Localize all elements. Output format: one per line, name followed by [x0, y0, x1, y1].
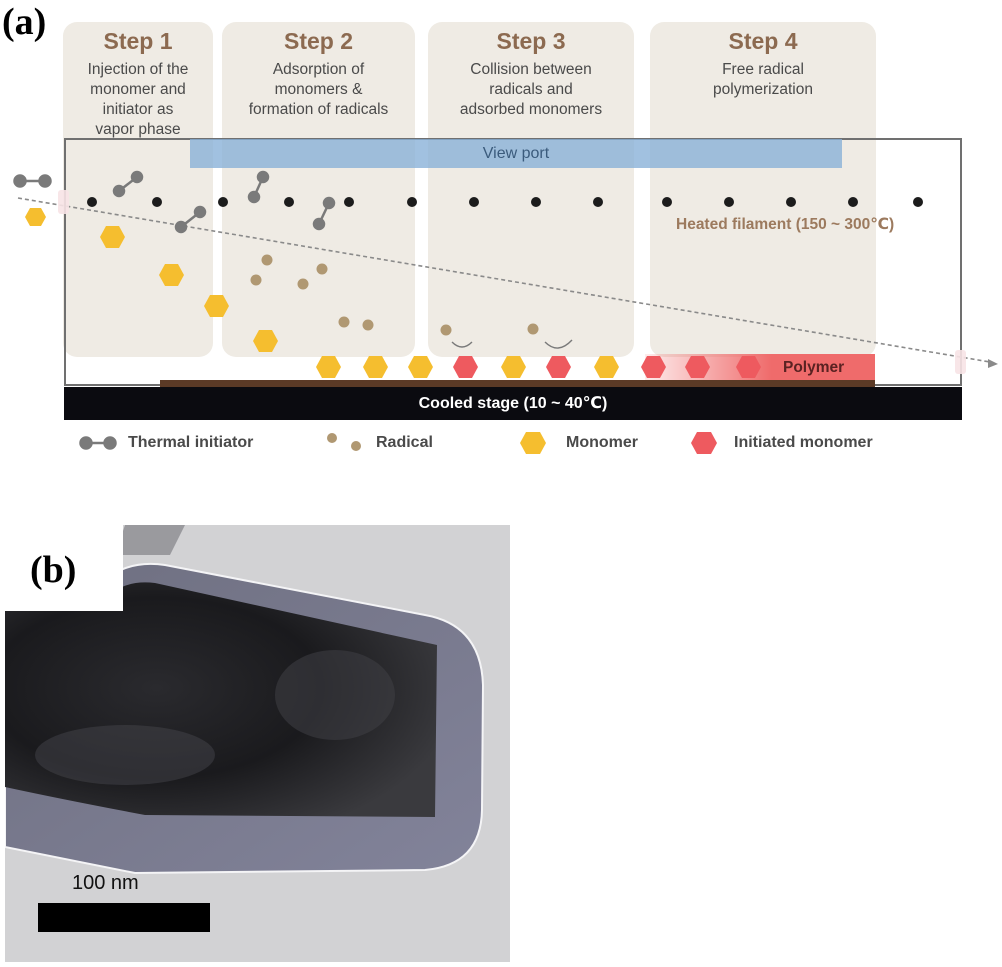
legend-thermal-initiator-label: Thermal initiator	[128, 434, 254, 451]
thermal-initiator-icon	[112, 170, 144, 198]
monomer-hexagon-icon	[520, 432, 546, 454]
initiated-monomer-hexagon-icon	[453, 356, 478, 378]
initiated-monomer-hexagon-icon	[691, 432, 717, 454]
legend-initiated-monomer-label: Initiated monomer	[734, 434, 873, 451]
adjacent-particle	[115, 525, 185, 555]
monomer-hexagon-icon	[159, 264, 184, 286]
thermal-initiator-icon	[79, 436, 117, 450]
particle-core	[5, 582, 437, 817]
radical-icon	[362, 319, 374, 331]
radical-icon	[316, 263, 328, 275]
filament-dot	[218, 197, 228, 207]
initiated-monomers	[453, 356, 761, 378]
panel-b-label-background	[5, 525, 123, 611]
step-4-column: Step 4 Free radical polymerization	[650, 22, 876, 357]
monomer-hexagon-icon	[363, 356, 388, 378]
heated-filament	[87, 197, 923, 207]
thermal-initiator-icon	[174, 205, 207, 234]
radical-icon	[527, 323, 539, 335]
step-1-title: Step 1	[103, 28, 173, 54]
monomer-hexagon-icon	[316, 356, 341, 378]
filament-dot	[848, 197, 858, 207]
initiated-monomer-hexagon-icon	[546, 356, 571, 378]
monomer-hexagon-icon	[408, 356, 433, 378]
thermal-initiator-icon	[312, 196, 336, 231]
filament-dot	[152, 197, 162, 207]
substrate-layer	[160, 380, 875, 387]
thermal-initiators	[13, 170, 336, 234]
filament-dot	[662, 197, 672, 207]
collision-arc	[451, 341, 473, 348]
monomer-hexagon-icon	[253, 330, 278, 352]
step-1-column: Step 1 Injection of the monomer and init…	[63, 22, 213, 357]
legend-radical-label: Radical	[376, 434, 433, 451]
filament-dot	[786, 197, 796, 207]
collision-arc	[544, 339, 573, 349]
cooled-stage: Cooled stage (10 ~ 40℃)	[64, 387, 962, 420]
monomer-hexagon-icon	[100, 226, 125, 248]
monomer-hexagon-icon	[594, 356, 619, 378]
scale-bar-label: 100 nm	[72, 872, 139, 894]
inlet-port-icon	[58, 190, 69, 214]
step-3-column: Step 3 Collision between radicals and ad…	[428, 22, 634, 357]
step-3-title: Step 3	[496, 28, 566, 54]
monomer-hexagon-icon	[501, 356, 526, 378]
filament-dot	[531, 197, 541, 207]
heated-filament-label: Heated filament (150 ~ 300℃)	[676, 216, 895, 233]
step-2-description: Adsorption of monomers & formation of ra…	[248, 61, 389, 118]
initiated-monomer-hexagon-icon	[736, 356, 761, 378]
core-texture	[275, 650, 395, 740]
filament-dot	[593, 197, 603, 207]
radical-icon	[440, 324, 452, 336]
scale-bar	[38, 903, 210, 932]
step-4-title: Step 4	[728, 28, 798, 54]
step-3-description: Collision between radicals and adsorbed …	[459, 61, 603, 118]
legend-icons	[79, 432, 717, 454]
filament-dot	[913, 197, 923, 207]
initiated-monomer-hexagon-icon	[641, 356, 666, 378]
monomer-hexagon-icon	[204, 295, 229, 317]
panel-b-label: (b)	[30, 549, 77, 591]
radical-icon	[297, 278, 309, 290]
thermal-initiator-icon	[13, 174, 52, 188]
radical-icon	[327, 433, 337, 443]
polymer-label: Polymer	[783, 359, 845, 376]
initiated-monomer-hexagon-icon	[685, 356, 710, 378]
radical-icon	[338, 316, 350, 328]
filament-dot	[87, 197, 97, 207]
step-1-description: Injection of the monomer and initiator a…	[87, 61, 189, 138]
diagram-overlay	[13, 170, 998, 454]
outlet-port-icon	[955, 350, 966, 374]
step-2-title: Step 2	[283, 28, 354, 54]
view-port-bar: View port	[190, 139, 842, 168]
filament-dot	[284, 197, 294, 207]
filament-dot	[407, 197, 417, 207]
radical-icon	[250, 274, 262, 286]
filament-dot	[724, 197, 734, 207]
panel-a-label: (a)	[2, 1, 47, 43]
core-texture	[35, 725, 215, 785]
filament-dot	[469, 197, 479, 207]
step-4-description: Free radical polymerization	[713, 61, 813, 98]
radical-icon	[261, 254, 273, 266]
gas-flow-arrowhead-icon	[988, 359, 998, 368]
thermal-initiator-icon	[247, 170, 270, 204]
step-2-column: Step 2 Adsorption of monomers & formatio…	[222, 22, 415, 357]
radicals	[250, 254, 539, 336]
monomer-hexagon-icon	[25, 208, 46, 226]
monomers	[25, 208, 619, 378]
filament-dot	[344, 197, 354, 207]
legend-monomer-label: Monomer	[566, 434, 638, 451]
radical-icon	[351, 441, 361, 451]
